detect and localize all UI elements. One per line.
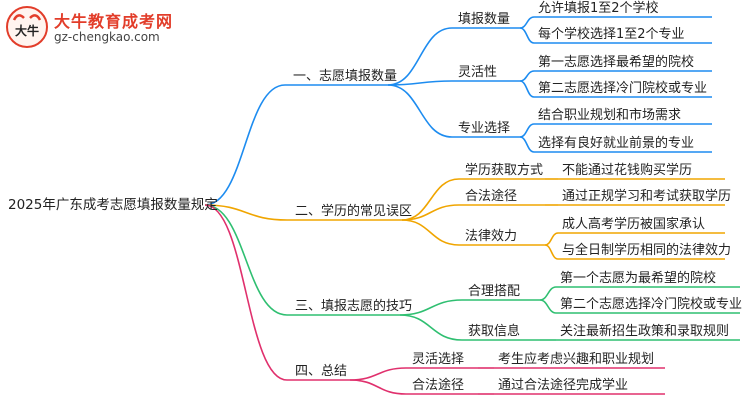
sub-label: 填报数量: [458, 12, 511, 27]
leaf-label: 每个学校选择1至2个专业: [538, 27, 685, 42]
sub-label: 学历获取方式: [465, 163, 544, 178]
leaf-connector: [539, 299, 557, 314]
sub-connector: [387, 84, 453, 138]
leaf-connector: [544, 244, 559, 260]
leaf-connector: [539, 286, 557, 301]
sub-connector: [387, 80, 453, 86]
branch-label: 二、学历的常见误区: [295, 204, 413, 219]
sub-connector: [399, 314, 463, 341]
ox-logo-icon: 大牛: [6, 6, 48, 48]
branch-label: 三、填报志愿的技巧: [295, 299, 413, 314]
brand-name: 大牛教育成考网: [54, 12, 174, 31]
leaf-label: 第一个志愿为最希望的院校: [560, 271, 717, 286]
leaf-label: 考生应考虑兴趣和职业规划: [498, 352, 655, 367]
leaf-label: 关注最新招生政策和录取规则: [560, 324, 730, 339]
sub-label: 灵活选择: [412, 352, 465, 367]
root-node: 2025年广东成考志愿填报数量规定: [8, 197, 218, 213]
leaf-label: 第一志愿选择最希望的院校: [538, 55, 695, 70]
sub-label: 专业选择: [458, 121, 511, 136]
sub-label: 法律效力: [465, 229, 518, 244]
leaf-label: 通过合法途径完成学业: [498, 378, 629, 393]
sub-connector: [349, 379, 407, 395]
sub-label: 合法途径: [465, 189, 518, 204]
leaf-connector: [519, 123, 535, 138]
brand-url: gz-chengkao.com: [54, 30, 160, 44]
leaf-label: 第二个志愿选择冷门院校或专业: [560, 297, 743, 312]
sub-connector: [349, 367, 407, 381]
leaf-connector: [519, 80, 535, 98]
sub-connector: [401, 204, 460, 221]
branch-connector: [204, 84, 286, 206]
branch-connector: [204, 204, 288, 381]
brand-logo: 大牛 大牛教育成考网 gz-chengkao.com: [6, 4, 172, 52]
branch-label: 一、志愿填报数量: [293, 69, 398, 84]
branch-label: 四、总结: [295, 364, 348, 379]
leaf-label: 成人高考学历被国家承认: [562, 217, 706, 232]
leaf-connector: [519, 136, 535, 153]
leaf-connector: [544, 232, 559, 246]
sub-label: 灵活性: [458, 65, 498, 80]
leaf-label: 选择有良好就业前景的专业: [538, 136, 695, 151]
leaf-connector: [519, 70, 535, 82]
leaf-label: 第二志愿选择冷门院校或专业: [538, 81, 708, 96]
branch-connector: [204, 204, 288, 316]
leaf-label: 结合职业规划和市场需求: [538, 108, 682, 123]
branch-connector: [204, 204, 288, 221]
leaf-label: 允许填报1至2个学校: [538, 1, 659, 16]
sub-label: 合法途径: [412, 378, 465, 393]
leaf-label: 不能通过花钱购买学历: [562, 163, 693, 178]
sub-connector: [387, 27, 453, 86]
leaf-connector: [519, 27, 535, 44]
sub-label: 获取信息: [468, 324, 521, 339]
svg-text:大牛: 大牛: [15, 23, 39, 38]
sub-label: 合理搭配: [468, 284, 521, 299]
leaf-label: 通过正规学习和考试获取学历: [562, 189, 732, 204]
sub-connector: [401, 219, 460, 246]
leaf-connector: [519, 16, 535, 29]
leaf-label: 与全日制学历相同的法律效力: [562, 243, 732, 258]
sub-connector: [399, 299, 463, 316]
